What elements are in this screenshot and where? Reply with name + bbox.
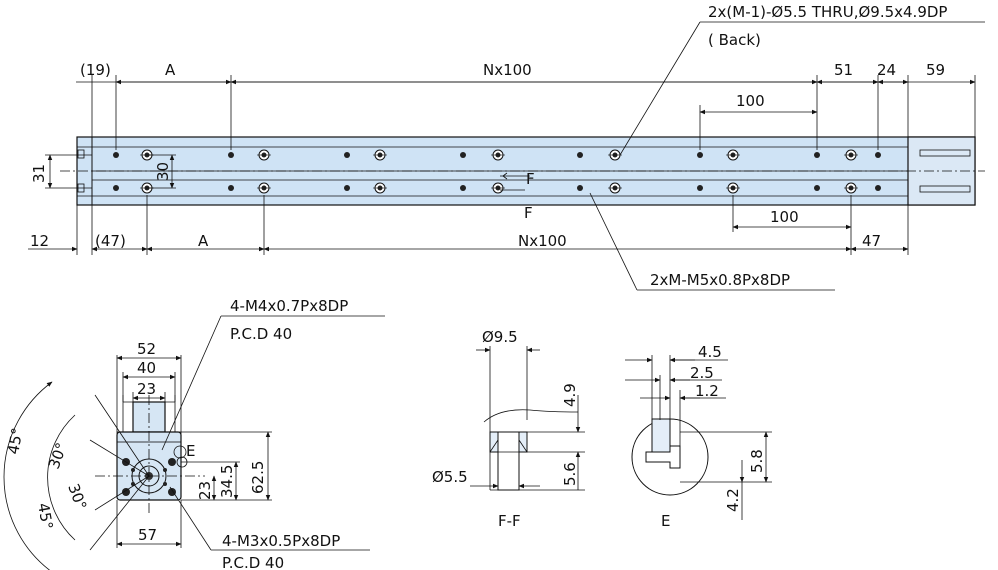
dim-phi-5-5: Ø5.5 (432, 468, 468, 486)
dim-a-top: A (165, 61, 176, 79)
angle-30-upper: 30° (45, 440, 71, 471)
tapped-hole (814, 152, 820, 158)
detail-mark-e: E (186, 442, 195, 460)
dim-24: 24 (877, 61, 896, 79)
dim-nx100-top: Nx100 (483, 61, 532, 79)
section-mark-f-top: F (526, 170, 535, 188)
dim-4-2: 4.2 (724, 488, 742, 512)
callout-m4-line1: 4-M4x0.7Px8DP (230, 297, 348, 315)
dim-40: 40 (137, 359, 156, 377)
dim-31: 31 (30, 164, 48, 183)
dim-57: 57 (138, 526, 157, 544)
tapped-hole (577, 185, 583, 191)
callout-back-holes-line1: 2x(M-1)-Ø5.5 THRU,Ø9.5x4.9DP (708, 3, 947, 21)
callout-m3-line1: 4-M3x0.5Px8DP (222, 532, 340, 550)
rail-holes (113, 149, 881, 194)
dim-47-left: (47) (95, 232, 126, 250)
tapped-hole (113, 152, 119, 158)
dim-23-top: 23 (137, 380, 156, 398)
section-ff: Ø9.5 4.9 5.6 Ø5.5 F-F (432, 328, 585, 530)
end-view: 52 40 23 57 62.5 34.5 23 45° 30° 30° 45° (3, 297, 385, 570)
dim-23-side: 23 (196, 481, 214, 500)
dim-19: (19) (80, 61, 111, 79)
callout-m3-line2: P.C.D 40 (222, 554, 284, 570)
dim-62-5: 62.5 (249, 461, 267, 494)
tapped-hole (697, 152, 703, 158)
tapped-hole (344, 185, 350, 191)
dim-1-2: 1.2 (695, 382, 719, 400)
tapped-hole (460, 152, 466, 158)
section-mark-f-bottom: F (524, 204, 533, 222)
tapped-hole (697, 185, 703, 191)
dim-2-5: 2.5 (690, 364, 714, 382)
angle-45-upper: 45° (4, 426, 26, 455)
tapped-hole (113, 185, 119, 191)
dim-phi-9-5: Ø9.5 (482, 328, 518, 346)
dim-4-5: 4.5 (698, 343, 722, 361)
tapped-hole (228, 185, 234, 191)
dim-5-6: 5.6 (561, 462, 579, 486)
top-view: (19) A Nx100 51 24 59 100 12 (47) A Nx10… (28, 3, 985, 291)
dim-59: 59 (926, 61, 945, 79)
tapped-hole (228, 152, 234, 158)
dim-100-top: 100 (736, 92, 765, 110)
dim-a-bottom: A (198, 232, 209, 250)
tapped-hole (875, 185, 881, 191)
dim-5-8: 5.8 (748, 449, 766, 473)
dim-51: 51 (834, 61, 853, 79)
dim-34-5: 34.5 (218, 465, 236, 498)
dim-nx100-bottom: Nx100 (518, 232, 567, 250)
tapped-hole (577, 152, 583, 158)
tapped-hole (875, 152, 881, 158)
detail-e-label: E (661, 512, 670, 530)
section-ff-label: F-F (498, 512, 521, 530)
callout-tapped-holes: 2xM-M5x0.8Px8DP (650, 271, 790, 289)
callout-back-holes-line2: ( Back) (708, 31, 761, 49)
dim-47-right: 47 (862, 232, 881, 250)
dim-4-9: 4.9 (561, 383, 579, 407)
callout-m4-line2: P.C.D 40 (230, 325, 292, 343)
dim-12: 12 (30, 232, 49, 250)
tapped-hole (460, 185, 466, 191)
dim-52: 52 (137, 340, 156, 358)
angle-30-lower: 30° (64, 481, 90, 512)
detail-e: 4.5 2.5 1.2 5.8 4.2 E (625, 343, 772, 530)
dim-100-bottom: 100 (770, 208, 799, 226)
angle-45-lower: 45° (34, 502, 56, 531)
dim-30: 30 (154, 162, 172, 181)
tapped-hole (814, 185, 820, 191)
tapped-hole (344, 152, 350, 158)
